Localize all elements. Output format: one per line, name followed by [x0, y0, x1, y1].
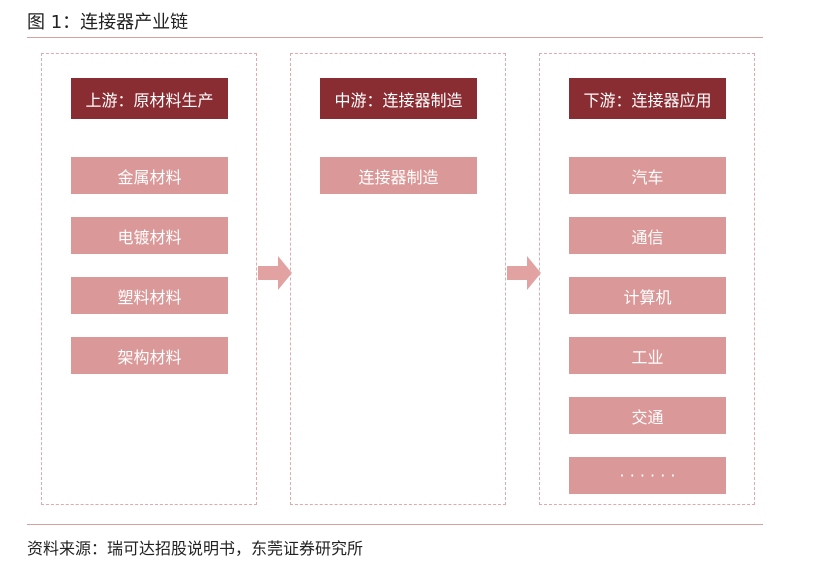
item-transportation: 交通 [569, 397, 726, 434]
item-connector-manufacturing: 连接器制造 [320, 157, 477, 194]
panel-header-downstream: 下游：连接器应用 [569, 78, 726, 119]
panel-header-midstream: 中游：连接器制造 [320, 78, 477, 119]
item-ellipsis: · · · · · · [569, 457, 726, 494]
panel-midstream: 中游：连接器制造 连接器制造 [290, 53, 506, 505]
item-frame-materials: 架构材料 [71, 337, 228, 374]
right-arrow-icon [507, 256, 541, 290]
item-computer: 计算机 [569, 277, 726, 314]
item-communications: 通信 [569, 217, 726, 254]
right-arrow-icon [258, 256, 292, 290]
item-automotive: 汽车 [569, 157, 726, 194]
item-plastic-materials: 塑料材料 [71, 277, 228, 314]
panel-downstream: 下游：连接器应用 汽车 通信 计算机 工业 交通 · · · · · · [539, 53, 755, 505]
top-rule [27, 37, 763, 38]
figure-title: 图 1：连接器产业链 [27, 12, 189, 33]
item-industrial: 工业 [569, 337, 726, 374]
item-plating-materials: 电镀材料 [71, 217, 228, 254]
item-metal-materials: 金属材料 [71, 157, 228, 194]
panel-header-upstream: 上游：原材料生产 [71, 78, 228, 119]
source-note: 资料来源：瑞可达招股说明书，东莞证券研究所 [27, 539, 364, 558]
bottom-rule [27, 524, 763, 525]
panel-upstream: 上游：原材料生产 金属材料 电镀材料 塑料材料 架构材料 [41, 53, 257, 505]
